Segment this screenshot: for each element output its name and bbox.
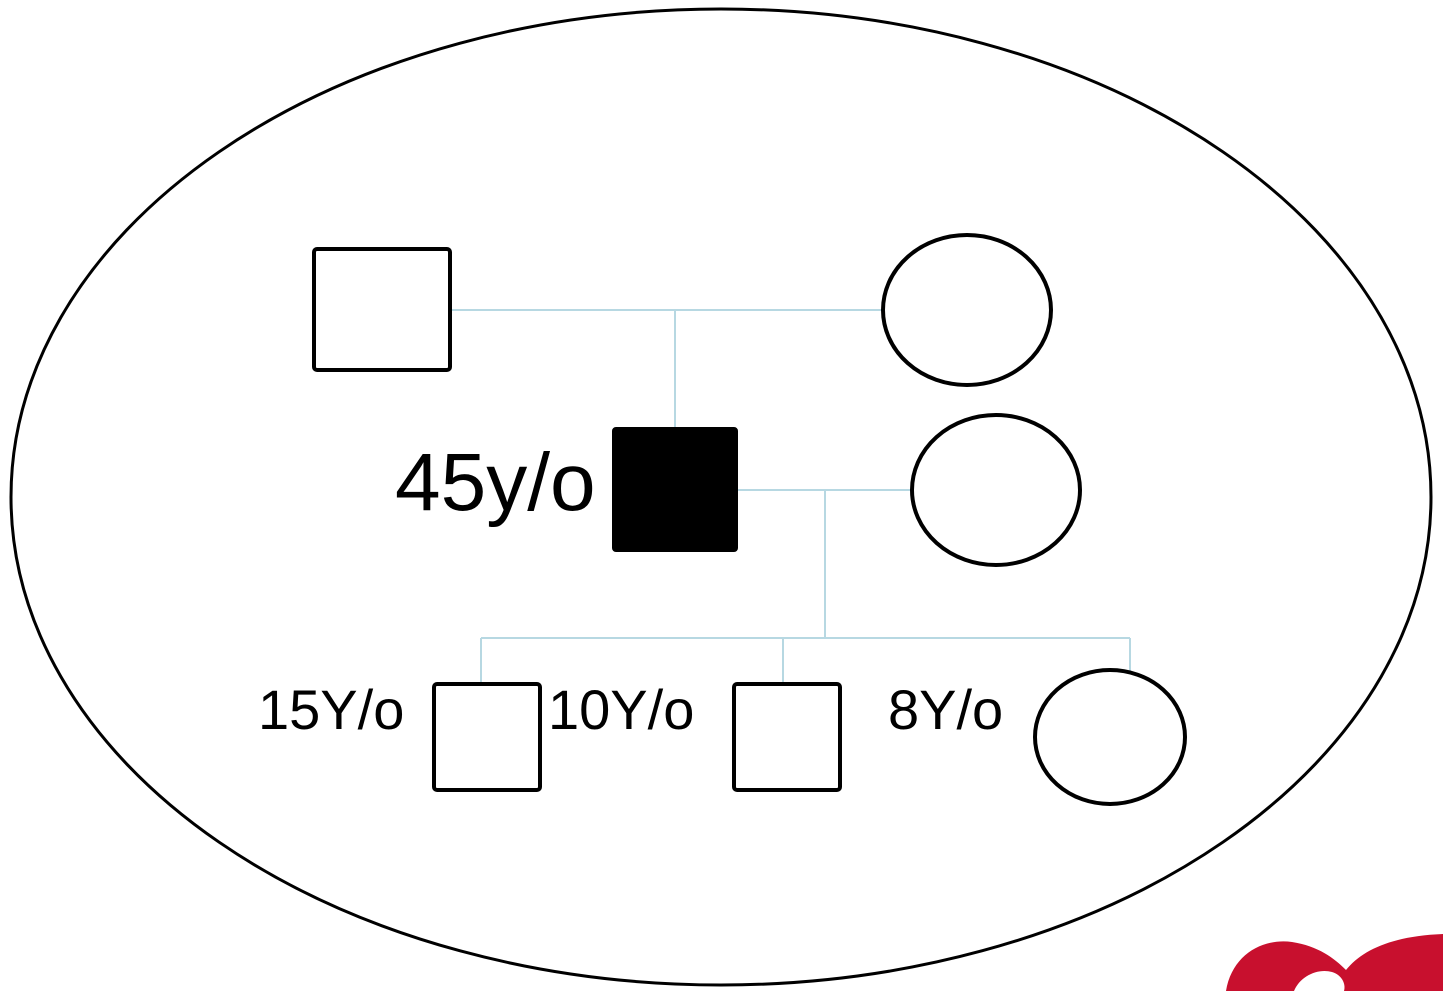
connector-lines xyxy=(450,309,1131,684)
child1-age-label: 15Y/o xyxy=(258,678,405,741)
proband-age-label: 45y/o xyxy=(395,437,596,528)
child3-circle xyxy=(1033,668,1187,806)
father-square xyxy=(312,247,452,372)
child1-square xyxy=(432,682,542,792)
mother-circle xyxy=(881,233,1053,387)
child2-age-label: 10Y/o xyxy=(548,678,695,741)
spouse-circle xyxy=(910,413,1082,567)
heart-logo-icon xyxy=(1226,934,1443,991)
child3-age-label: 8Y/o xyxy=(888,678,1004,741)
proband-square xyxy=(612,427,738,552)
child2-square xyxy=(732,682,842,792)
household-boundary xyxy=(9,7,1433,987)
